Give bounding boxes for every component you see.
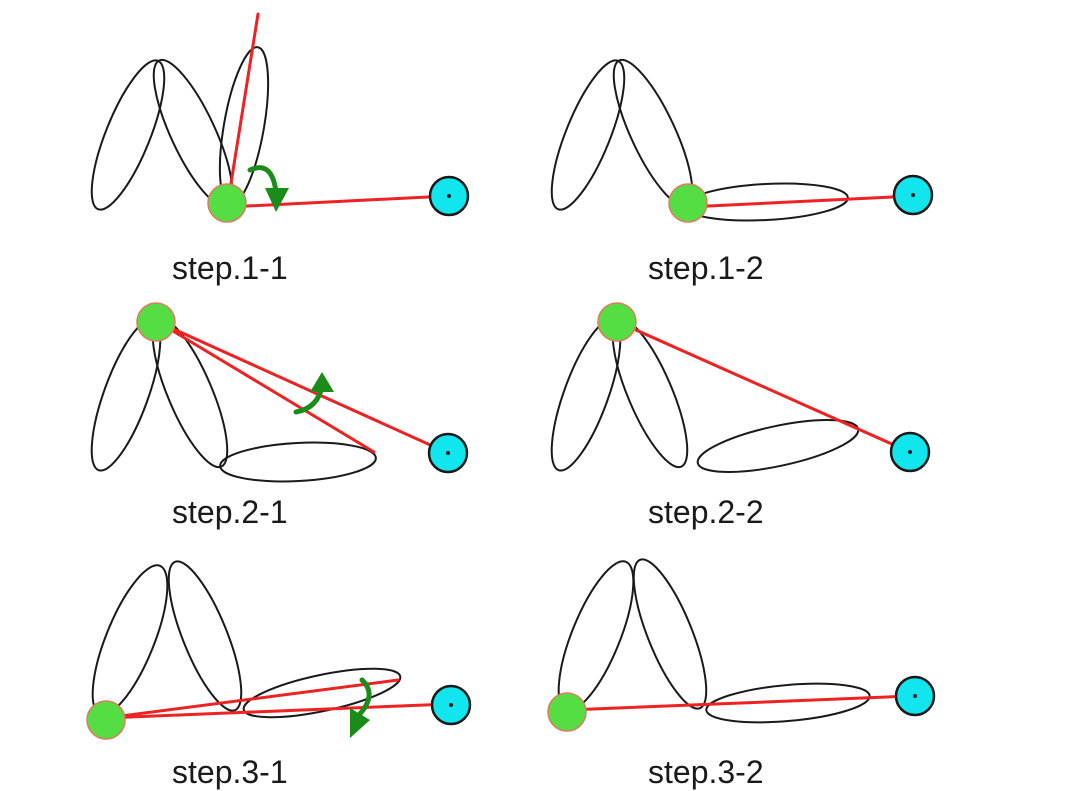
bone-3 (240, 659, 404, 727)
target-center-dot (447, 194, 451, 198)
ray-to-target (568, 696, 912, 710)
step-label-2-1: step.2-1 (172, 494, 288, 531)
target-center-dot (913, 694, 917, 698)
ray-to-end-effector (158, 322, 374, 452)
bone-1 (538, 53, 639, 218)
pivot-joint-icon (208, 184, 246, 222)
ray-to-target (688, 196, 912, 207)
ray-to-end-effector (228, 14, 258, 202)
target-center-dot (908, 450, 912, 454)
panel-step-1-1 (78, 14, 468, 222)
pivot-joint-icon (137, 303, 175, 341)
bone-3 (219, 439, 377, 485)
bone-1 (78, 53, 179, 218)
pivot-joint-icon (87, 701, 125, 739)
target-center-dot (449, 703, 453, 707)
step-label-1-1: step.1-1 (172, 250, 288, 287)
bone-2 (620, 552, 721, 717)
bone-3 (210, 44, 277, 209)
ray-to-target (158, 322, 448, 453)
pivot-joint-icon (548, 693, 586, 731)
panel-step-1-2 (538, 51, 932, 224)
step-label-1-2: step.1-2 (648, 250, 764, 287)
step-label-3-1: step.3-1 (172, 754, 288, 791)
pivot-joint-icon (669, 184, 707, 222)
target-center-dot (911, 193, 915, 197)
panel-step-2-2 (538, 303, 929, 483)
step-label-3-2: step.3-2 (648, 754, 764, 791)
panel-step-3-1 (78, 554, 470, 739)
pivot-joint-icon (598, 303, 636, 341)
rotation-arrow-head-icon (265, 188, 289, 212)
bone-2 (155, 554, 256, 719)
target-center-dot (446, 451, 450, 455)
panel-step-3-2 (544, 552, 934, 731)
panel-step-2-1 (78, 303, 467, 485)
ray-to-target (228, 196, 448, 207)
bone-1 (78, 557, 182, 723)
rotation-arrow-head-icon (310, 372, 334, 392)
ray-to-target (618, 322, 912, 453)
step-label-2-2: step.2-2 (648, 494, 764, 531)
